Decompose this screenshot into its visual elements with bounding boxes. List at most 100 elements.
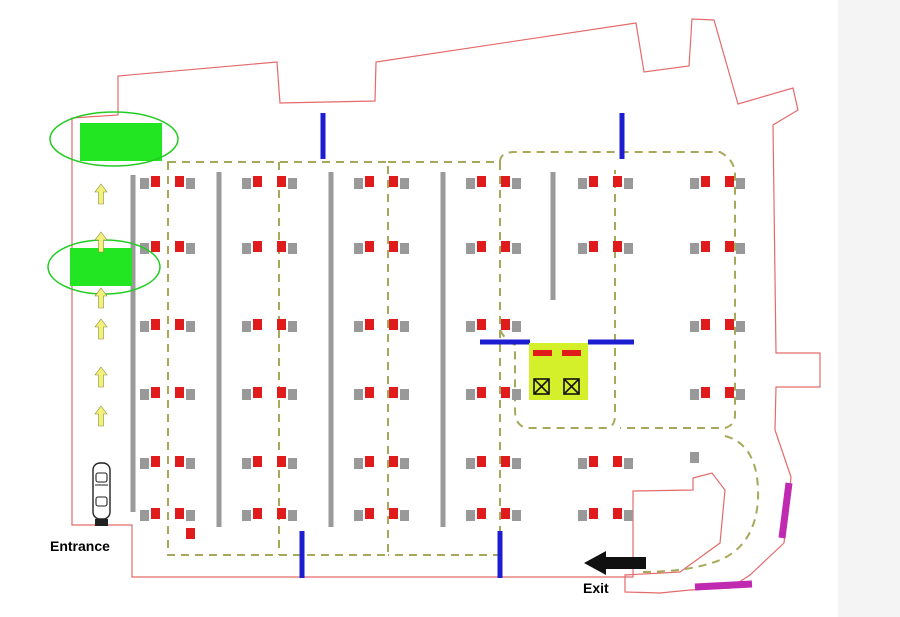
parking-spot-red xyxy=(589,241,598,252)
parking-spot-red xyxy=(389,387,398,398)
parking-spot-gray xyxy=(512,321,521,332)
parking-spot-gray xyxy=(578,243,587,254)
parking-spot-gray xyxy=(624,458,633,469)
parking-spot-red xyxy=(151,241,160,252)
parking-spot-gray xyxy=(466,458,475,469)
parking-spot-gray xyxy=(466,321,475,332)
parking-spot-red xyxy=(253,508,262,519)
parking-spot-red xyxy=(151,319,160,330)
parking-spot-red xyxy=(589,508,598,519)
parking-spot-gray xyxy=(242,510,251,521)
parking-spot-red xyxy=(175,508,184,519)
parking-spot-gray xyxy=(140,389,149,400)
parking-spot-red xyxy=(477,319,486,330)
parking-spot-gray xyxy=(512,458,521,469)
exit-barriers xyxy=(694,482,793,591)
direction-arrows xyxy=(94,183,108,427)
parking-spot-red xyxy=(701,387,710,398)
parking-spot-gray xyxy=(624,510,633,521)
parking-spot-gray xyxy=(288,178,297,189)
exit-barrier-vertical xyxy=(778,482,793,539)
up-arrow-icon xyxy=(94,183,108,205)
parking-spot-red xyxy=(389,319,398,330)
parking-spot-red xyxy=(365,387,374,398)
parking-spot-red xyxy=(365,241,374,252)
up-arrow-icon xyxy=(94,231,108,253)
parking-spot-gray xyxy=(288,510,297,521)
parking-spot-red xyxy=(613,508,622,519)
pillar-lines xyxy=(130,172,556,527)
parking-spot-red xyxy=(589,176,598,187)
parking-spot-red xyxy=(501,241,510,252)
parking-spot-gray xyxy=(400,178,409,189)
parking-spot-gray xyxy=(242,243,251,254)
parking-spot-gray xyxy=(578,458,587,469)
parking-spot-gray xyxy=(578,510,587,521)
parking-spot-gray xyxy=(400,321,409,332)
parking-spot-red xyxy=(701,176,710,187)
parking-spot-gray xyxy=(288,243,297,254)
route-exit-curve xyxy=(639,435,760,573)
parking-spot-gray xyxy=(354,178,363,189)
parking-spot-red xyxy=(725,319,734,330)
parking-spot-red xyxy=(151,508,160,519)
parking-spot-red xyxy=(477,176,486,187)
parking-spot-gray xyxy=(140,178,149,189)
parking-spot-red xyxy=(175,176,184,187)
parking-spot-gray xyxy=(140,321,149,332)
parking-spot-gray xyxy=(624,243,633,254)
parking-spot-red xyxy=(501,176,510,187)
left-arrow-icon xyxy=(584,551,646,575)
parking-spot-red xyxy=(175,387,184,398)
parking-spot-gray xyxy=(466,389,475,400)
parking-spot-red xyxy=(277,508,286,519)
parking-spot-gray xyxy=(466,243,475,254)
highlighted-spots xyxy=(47,111,179,295)
parking-spot-red xyxy=(253,176,262,187)
parking-spot-gray xyxy=(354,243,363,254)
highlight-ring-top xyxy=(49,111,179,167)
parking-spot-red xyxy=(277,176,286,187)
parking-spot-red xyxy=(253,319,262,330)
parking-spot-gray xyxy=(242,321,251,332)
station-spot xyxy=(533,350,552,356)
parking-spot-red xyxy=(477,241,486,252)
up-arrow-icon xyxy=(94,287,108,309)
up-arrow-icon xyxy=(94,405,108,427)
parking-spot-gray xyxy=(690,243,699,254)
parking-spot-red xyxy=(477,456,486,467)
parking-spot-gray xyxy=(242,458,251,469)
parking-spot-red xyxy=(501,456,510,467)
parking-spot-gray xyxy=(624,178,633,189)
parking-spot-red xyxy=(725,241,734,252)
parking-spot-red xyxy=(389,176,398,187)
parking-spot-red xyxy=(151,176,160,187)
parking-spot-gray xyxy=(288,389,297,400)
route-top xyxy=(499,151,736,429)
parking-spot-red xyxy=(277,387,286,398)
parking-spot-gray xyxy=(288,321,297,332)
parking-spot-red xyxy=(277,319,286,330)
parking-spot-gray xyxy=(140,458,149,469)
parking-spot-red xyxy=(186,528,195,539)
parking-spot-gray xyxy=(690,178,699,189)
car-top-view-icon xyxy=(92,462,111,526)
parking-spot-gray xyxy=(466,510,475,521)
parking-spot-red xyxy=(151,456,160,467)
parking-spot-red xyxy=(151,387,160,398)
parking-spot-gray xyxy=(354,510,363,521)
parking-spot-red xyxy=(501,508,510,519)
parking-spot-red xyxy=(701,241,710,252)
building-outline xyxy=(71,18,821,594)
parking-spot-gray xyxy=(242,178,251,189)
parking-spot-red xyxy=(613,176,622,187)
driving-route xyxy=(167,151,760,573)
parking-spot-red xyxy=(725,387,734,398)
barriers xyxy=(299,113,634,578)
parking-spot-gray xyxy=(400,458,409,469)
parking-spot-red xyxy=(389,456,398,467)
parking-spot-gray xyxy=(354,321,363,332)
parking-spot-red xyxy=(277,241,286,252)
